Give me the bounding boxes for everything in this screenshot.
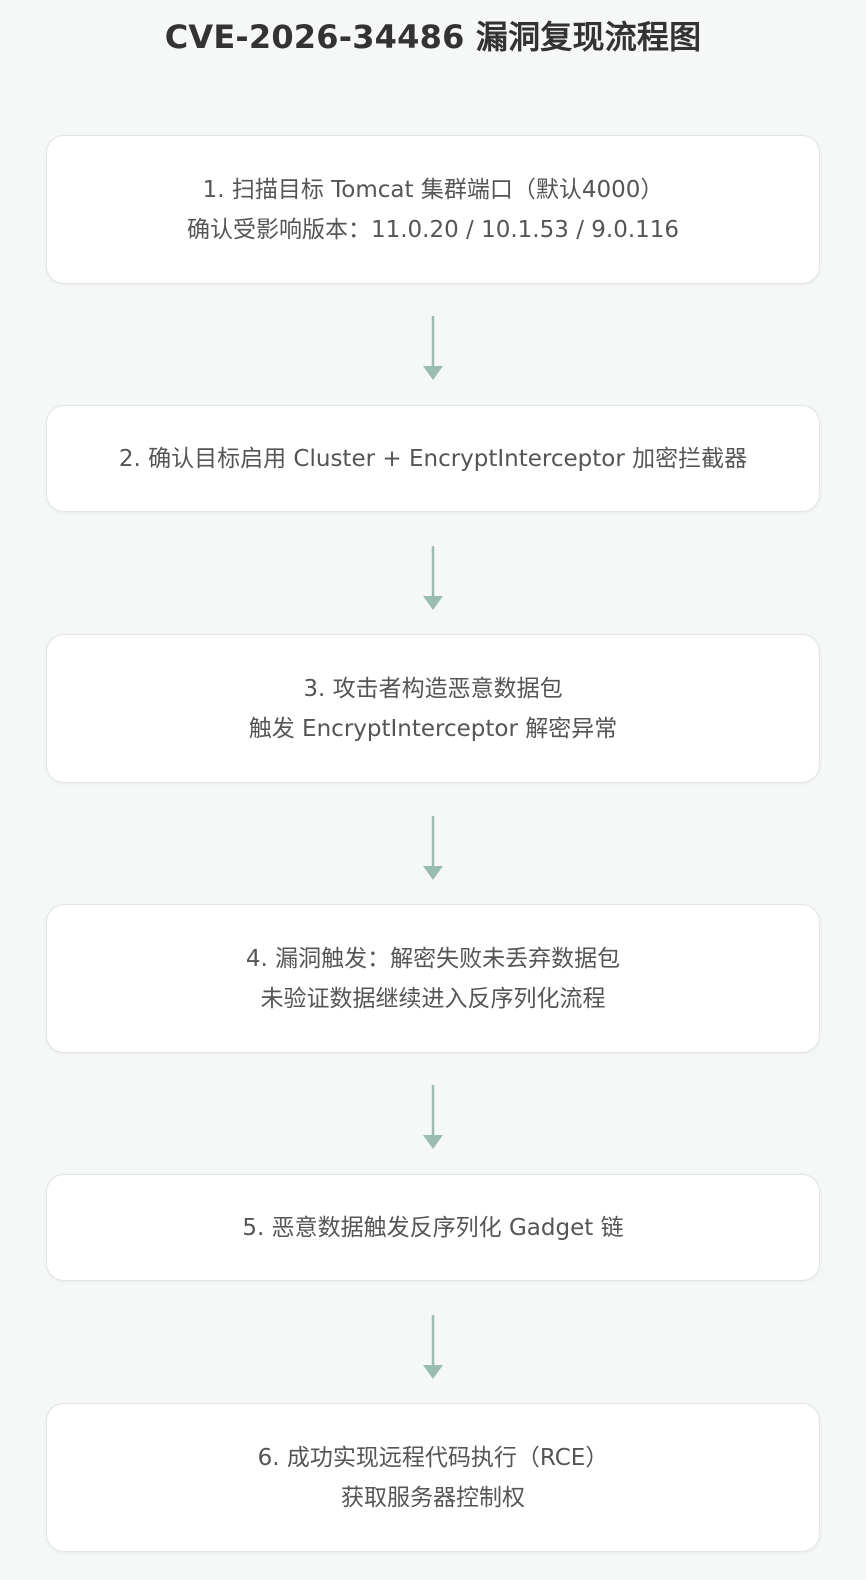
arrow-down-icon [423,1085,443,1149]
step-1-line-1: 1. 扫描目标 Tomcat 集群端口（默认4000） [202,176,664,203]
flow-step-6: 6. 成功实现远程代码执行（RCE） 获取服务器控制权 [46,1403,820,1552]
flow-step-5: 5. 恶意数据触发反序列化 Gadget 链 [46,1174,820,1281]
flow-step-2: 2. 确认目标启用 Cluster + EncryptInterceptor 加… [46,405,820,512]
step-6-line-1: 6. 成功实现远程代码执行（RCE） [257,1444,609,1471]
step-2-line-1: 2. 确认目标启用 Cluster + EncryptInterceptor 加… [118,445,748,472]
step-1-line-2: 确认受影响版本：11.0.20 / 10.1.53 / 9.0.116 [186,216,680,243]
step-4-line-2: 未验证数据继续进入反序列化流程 [260,985,606,1012]
arrow-down-icon [423,546,443,610]
flow-step-1: 1. 扫描目标 Tomcat 集群端口（默认4000） 确认受影响版本：11.0… [46,135,820,284]
step-4-line-1: 4. 漏洞触发：解密失败未丢弃数据包 [245,945,621,972]
arrow-down-icon [423,316,443,380]
flow-step-3: 3. 攻击者构造恶意数据包 触发 EncryptInterceptor 解密异常 [46,634,820,783]
arrow-down-icon [423,816,443,880]
flow-step-4: 4. 漏洞触发：解密失败未丢弃数据包 未验证数据继续进入反序列化流程 [46,904,820,1053]
diagram-title: CVE-2026-34486 漏洞复现流程图 [164,18,702,56]
step-6-line-2: 获取服务器控制权 [341,1484,525,1511]
step-3-line-1: 3. 攻击者构造恶意数据包 [303,675,563,702]
step-5-line-1: 5. 恶意数据触发反序列化 Gadget 链 [242,1214,624,1241]
arrow-down-icon [423,1315,443,1379]
step-3-line-2: 触发 EncryptInterceptor 解密异常 [248,715,618,742]
